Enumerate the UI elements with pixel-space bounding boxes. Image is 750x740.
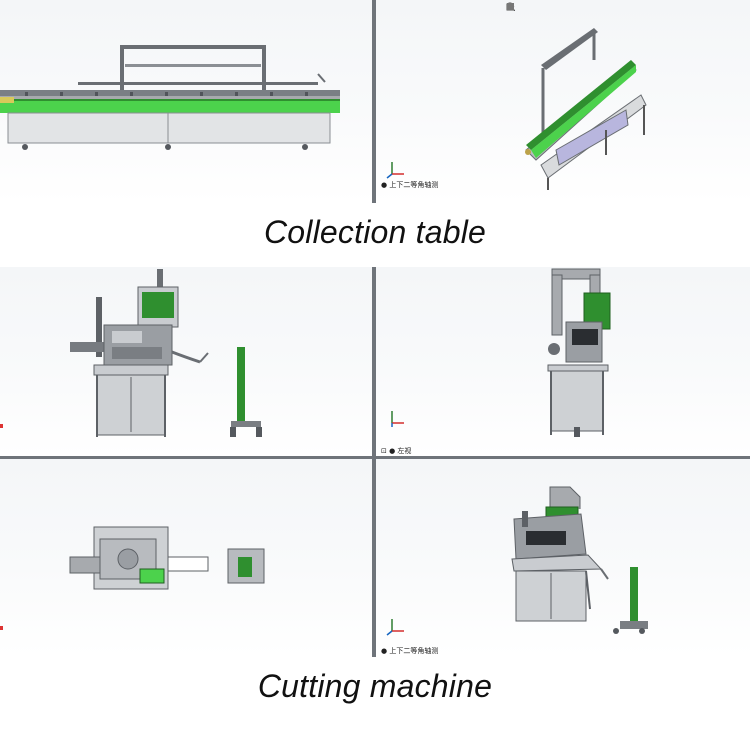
origin-marker: [0, 424, 3, 428]
origin-marker: [0, 626, 3, 630]
cutting-machine-front-drawing: [70, 269, 262, 437]
collection-table-isometric-drawing: [525, 28, 647, 190]
viewport-collection-table-isometric[interactable]: ● 上下二等角轴测: [376, 0, 750, 203]
view-orientation-label: ⊡ ● 左视: [381, 447, 412, 455]
collection-table-front-drawing: [0, 45, 340, 150]
vertical-divider: [372, 267, 376, 657]
viewport-cutting-machine-top[interactable]: [0, 459, 372, 656]
cutting-machine-isometric-drawing: [511, 486, 648, 634]
view-settings-icon[interactable]: [507, 3, 623, 12]
horizontal-divider: [0, 456, 750, 459]
caption-collection-table: Collection table: [264, 214, 486, 250]
cutting-machine-side-drawing: [547, 268, 611, 437]
viewport-cutting-machine-side[interactable]: ⊡ ● 左视: [376, 267, 750, 456]
viewport-collection-table-front[interactable]: [0, 0, 372, 203]
viewport-cutting-machine-front[interactable]: [0, 267, 372, 456]
viewport-cutting-machine-isometric[interactable]: ● 上下二等角轴测: [376, 459, 750, 656]
view-orientation-label: ● 上下二等角轴测: [381, 647, 439, 655]
caption-cutting-machine: Cutting machine: [257, 668, 493, 704]
view-toolbar: [506, 2, 623, 13]
view-orientation-label: ● 上下二等角轴测: [381, 181, 439, 189]
cutting-machine-top-drawing: [69, 526, 265, 590]
vertical-divider: [372, 0, 376, 203]
